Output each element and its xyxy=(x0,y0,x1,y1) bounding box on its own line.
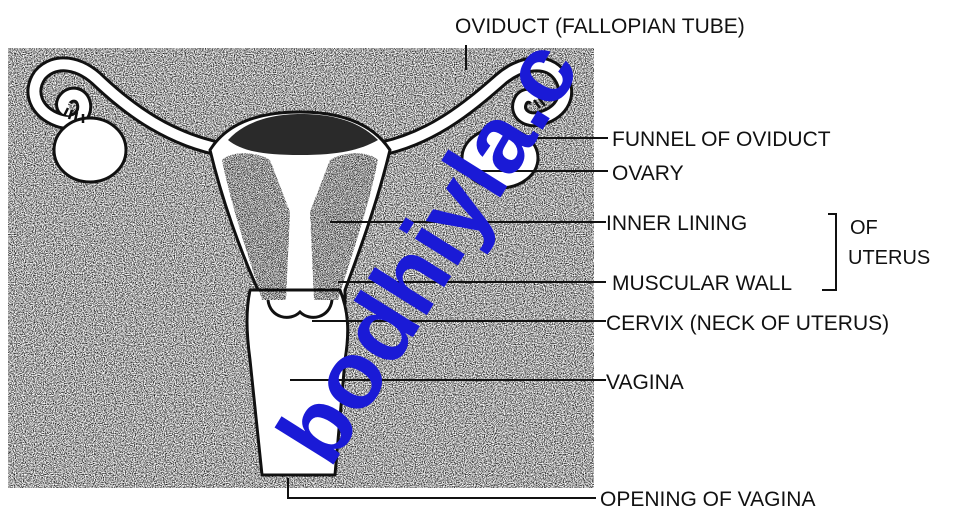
label-inner-lining: INNER LINING xyxy=(606,212,747,235)
label-opening-of-vagina: OPENING OF VAGINA xyxy=(600,488,815,511)
uterus-bracket xyxy=(822,214,836,290)
label-oviduct: OVIDUCT (FALLOPIAN TUBE) xyxy=(455,15,745,38)
label-funnel-of-oviduct: FUNNEL OF OVIDUCT xyxy=(612,128,831,151)
label-ovary: OVARY xyxy=(612,162,684,185)
label-vagina: VAGINA xyxy=(606,371,684,394)
label-cervix: CERVIX (NECK OF UTERUS) xyxy=(606,312,889,335)
label-of: OF xyxy=(850,217,878,239)
left-ovary xyxy=(54,118,126,182)
label-uterus: UTERUS xyxy=(848,247,930,269)
label-muscular-wall: MUSCULAR WALL xyxy=(612,272,792,295)
